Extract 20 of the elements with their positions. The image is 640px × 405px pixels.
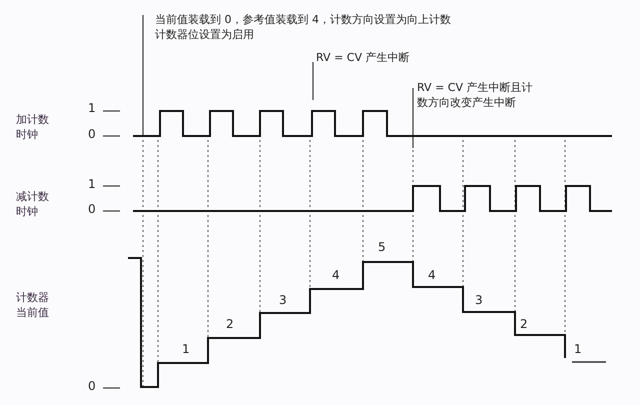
signal-label: 减计数时钟: [16, 189, 50, 219]
annotation-text: RV = CV 产生中断: [316, 50, 410, 65]
annotation-text: 当前值装载到 0，参考值装载到 4，计数方向设置为向上计数计数器位设置为启用: [155, 12, 452, 42]
signal-label: 计数器当前值: [16, 290, 50, 320]
axis-value: 1: [88, 101, 96, 116]
step-value: 3: [279, 293, 287, 308]
step-value: 2: [520, 317, 528, 332]
step-value: 1: [574, 342, 582, 357]
axis-value: 0: [88, 379, 96, 394]
step-value: 2: [226, 317, 234, 332]
step-value: 1: [182, 342, 190, 357]
step-value: 4: [332, 268, 340, 283]
signal-label: 加计数时钟: [16, 112, 50, 142]
step-value: 3: [475, 293, 483, 308]
axis-value: 0: [88, 127, 96, 142]
annotation-text: RV = CV 产生中断且计数方向改变产生中断: [417, 80, 534, 110]
axis-value: 0: [88, 202, 96, 217]
axis-value: 1: [88, 177, 96, 192]
step-value: 5: [378, 240, 386, 255]
step-value: 4: [428, 268, 436, 283]
